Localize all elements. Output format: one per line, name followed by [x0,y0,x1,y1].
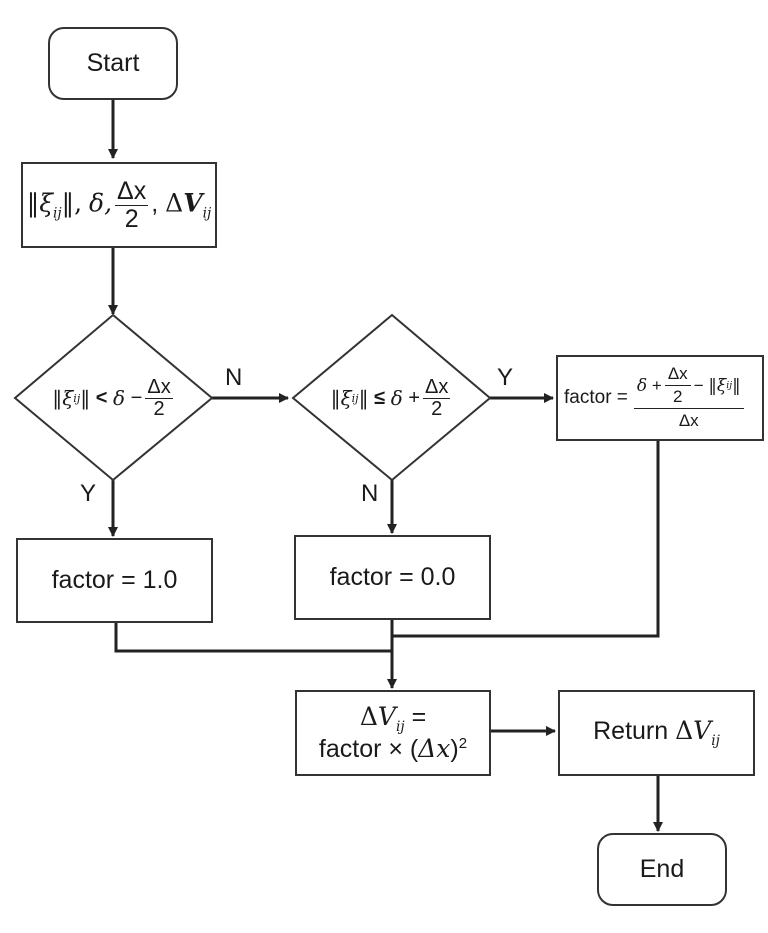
compute-eq: = [404,702,427,731]
input-frac-den: 2 [124,204,139,233]
decision1-no-label: N [225,364,243,391]
end-label: End [639,855,685,883]
input-delta: δ, [89,188,113,218]
d2-xi-sub: ij [351,391,359,405]
compute-close: ) [450,734,459,763]
formula-norm-close: ‖ [732,375,741,396]
start-node: Start [48,27,178,100]
d1-norm-open: ‖ [52,386,63,410]
d2-delta: δ [390,386,403,410]
return-sub: ij [711,733,720,750]
compute-delta: Δ [359,701,378,731]
formula-xi-sub: ij [726,380,733,391]
end-node: End [597,833,727,906]
d2-plus: + [408,386,420,409]
d1-norm-close: ‖ [80,386,91,410]
formula-denominator: Δx [678,410,699,430]
d2-norm-open: ‖ [330,386,341,410]
input-xi: ξ [39,188,53,218]
compute-line1: ΔVij = [359,701,427,735]
d1-delta: δ [113,386,126,410]
d2-norm-close: ‖ [358,386,369,410]
d2-frac-num: Δx [423,375,451,399]
compute-dx: Δx [418,733,451,763]
return-delta: Δ [675,716,694,746]
compute-factor-text: factor × ( [318,734,419,763]
factor-one-node: factor = 1.0 [16,538,213,623]
input-frac-num: Δx [115,177,149,206]
return-v: V [693,716,712,746]
decision2-yes-label: Y [497,364,514,391]
decision-diamond-2 [291,313,492,482]
compute-node: ΔVij = factor × (Δx)2 [295,690,491,776]
compute-sup: 2 [458,734,468,752]
compute-v: V [377,701,396,731]
formula-minus: − [693,375,704,395]
input-dv-sub: ij [202,205,212,222]
formula-plus: + [651,375,662,395]
factor-one-label: factor = 1.0 [51,566,178,594]
input-xi-sub: ij [52,205,62,222]
formula-small-den: 2 [673,387,683,406]
factor-zero-node: factor = 0.0 [294,535,491,620]
d1-op: < [95,386,108,409]
d2-frac-den: 2 [431,397,443,420]
formula-xi: ξ [716,375,727,396]
d1-frac-num: Δx [145,375,173,399]
decision1-yes-label: Y [80,480,97,507]
formula-small-num: Δx [664,365,691,386]
formula-prefix: factor = [564,387,628,408]
input-norm-close: ‖, [61,188,83,218]
edge-formula-merge [392,440,660,638]
d1-minus: − [130,386,143,409]
formula-norm-open: ‖ [708,375,717,396]
return-node: Return ΔVij [558,690,755,776]
d1-xi-sub: ij [73,391,81,405]
return-label: Return ΔVij [593,716,720,749]
decision2-no-label: N [361,480,379,507]
d2-xi: ξ [340,386,352,410]
d1-xi: ξ [62,386,74,410]
input-comma: , [151,189,159,218]
edge-factor-one-merge [114,623,392,653]
compute-sub: ij [395,718,405,735]
factor-zero-label: factor = 0.0 [329,563,456,591]
d1-frac-den: 2 [153,397,165,420]
start-label: Start [86,49,140,77]
return-text: Return [593,717,676,746]
decision-diamond-1 [13,313,214,482]
input-norm-open: ‖ [26,188,40,218]
input-dv-delta: Δ [165,188,184,218]
compute-line2: factor × (Δx)2 [319,735,467,764]
formula-delta: δ [636,375,648,396]
input-dv-v: V [183,188,203,218]
d2-op: ≤ [374,386,386,409]
